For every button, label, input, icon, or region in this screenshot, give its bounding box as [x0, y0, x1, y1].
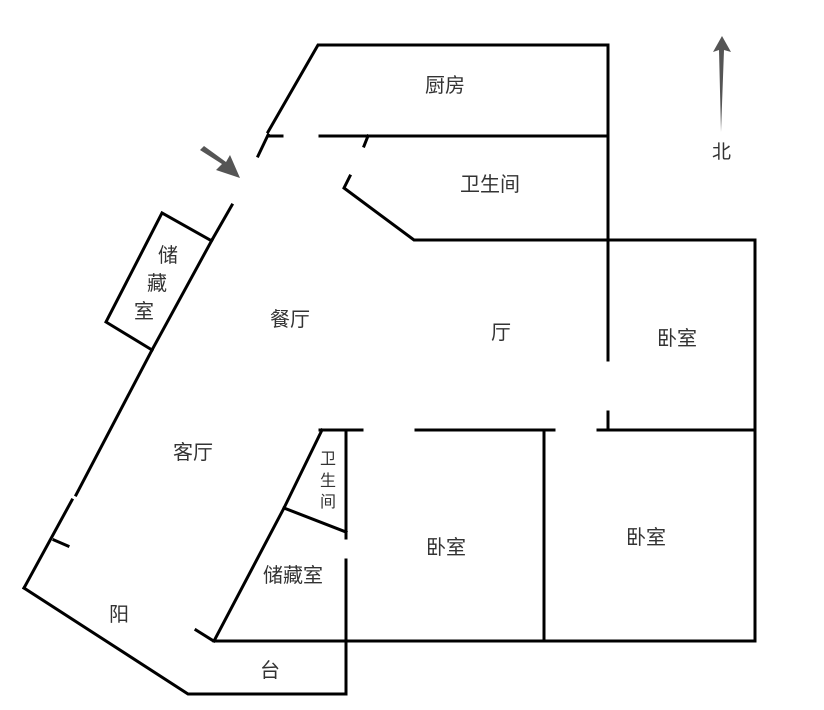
- room-label-balcony-2: 台: [260, 658, 280, 682]
- room-label-hall: 厅: [491, 320, 511, 344]
- storage-left-walls: [104, 210, 213, 353]
- north-label: 北: [712, 141, 731, 163]
- balcony-walls: [21, 558, 757, 696]
- kitchen-walls: [265, 43, 610, 362]
- room-label-bathroom-small-1: 卫: [320, 449, 336, 468]
- room-label-bathroom-top: 卫生间: [460, 172, 520, 196]
- room-label-bathroom-small-3: 间: [320, 492, 336, 511]
- entrance-walls: [209, 133, 270, 243]
- room-label-bedroom-mid: 卧室: [426, 535, 466, 559]
- west-wall: [21, 237, 215, 591]
- room-label-storage-left-2: 藏: [147, 271, 167, 295]
- room-label-living: 客厅: [173, 440, 213, 464]
- interior-walls: [211, 410, 757, 644]
- room-label-bathroom-small-2: 生: [320, 471, 336, 490]
- room-label-storage-left-1: 储: [158, 243, 178, 267]
- room-label-storage-room: 储藏室: [263, 563, 323, 587]
- room-label-kitchen: 厨房: [425, 73, 465, 97]
- entrance-arrow-icon: [200, 146, 240, 178]
- room-label-storage-left-3: 室: [134, 299, 154, 323]
- room-label-bedroom-ne: 卧室: [657, 326, 697, 350]
- room-label-dining: 餐厅: [270, 307, 310, 331]
- bathroom-top-walls: [342, 173, 757, 642]
- north-arrow-icon: [713, 36, 731, 132]
- room-label-balcony-1: 阳: [109, 602, 129, 626]
- room-label-bedroom-se: 卧室: [626, 525, 666, 549]
